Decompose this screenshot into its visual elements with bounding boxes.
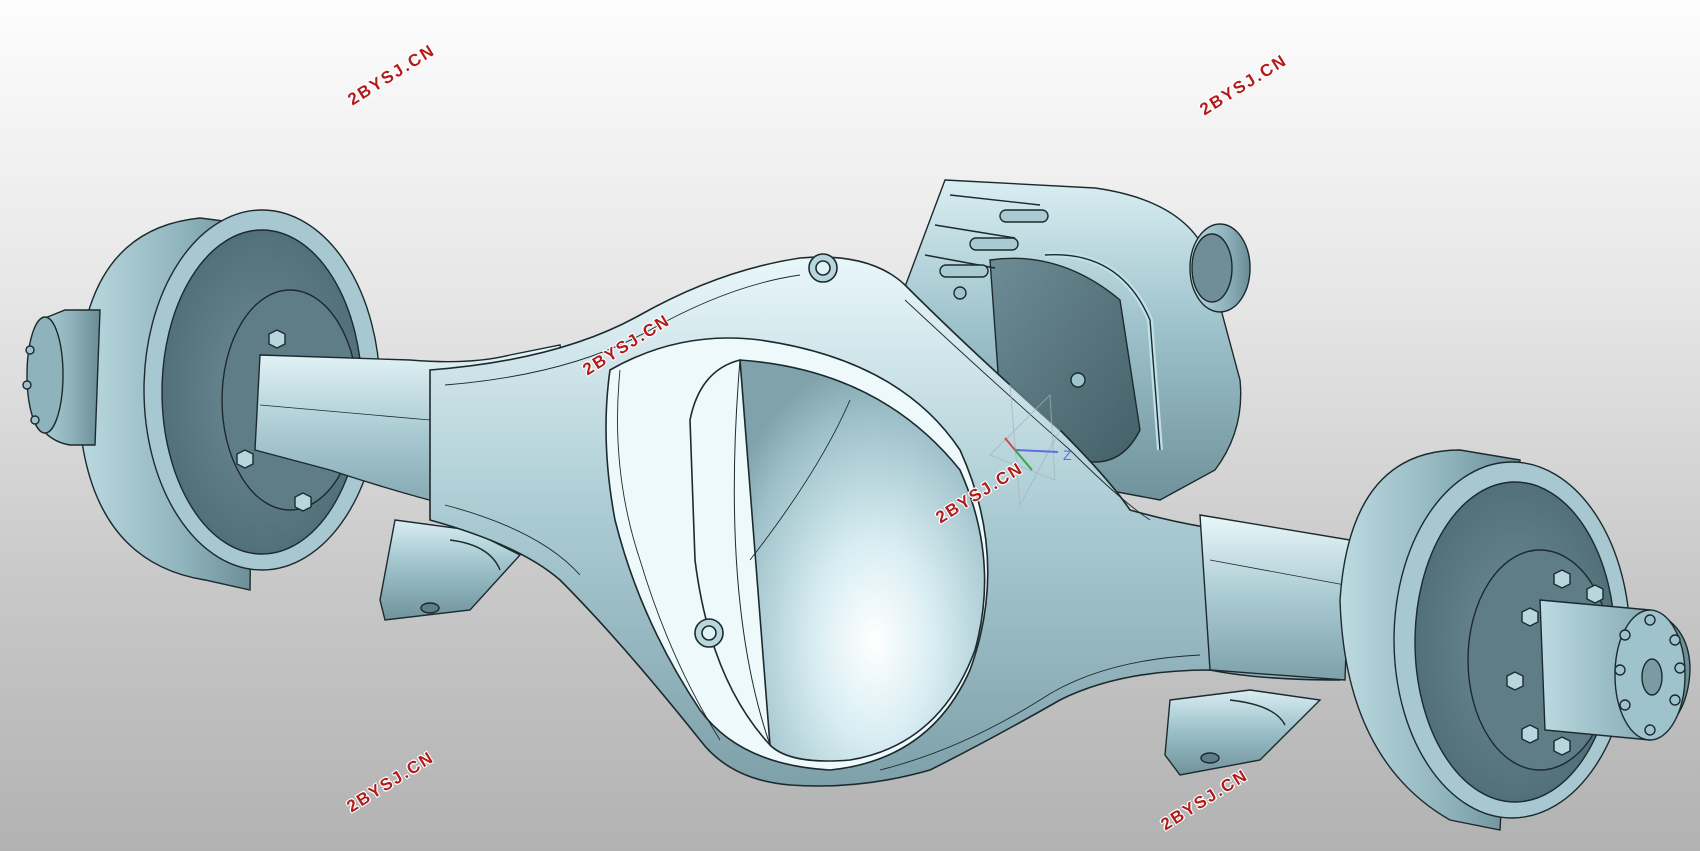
triad-z-label: Z [1063,447,1072,463]
right-brake-drum[interactable] [1339,449,1691,831]
coordinate-triad [989,383,1061,507]
right-spring-bracket[interactable] [1164,689,1322,776]
axle-housing[interactable] [429,253,1351,787]
left-spring-bracket[interactable] [379,519,522,621]
right-axle-tube[interactable] [1199,514,1351,681]
